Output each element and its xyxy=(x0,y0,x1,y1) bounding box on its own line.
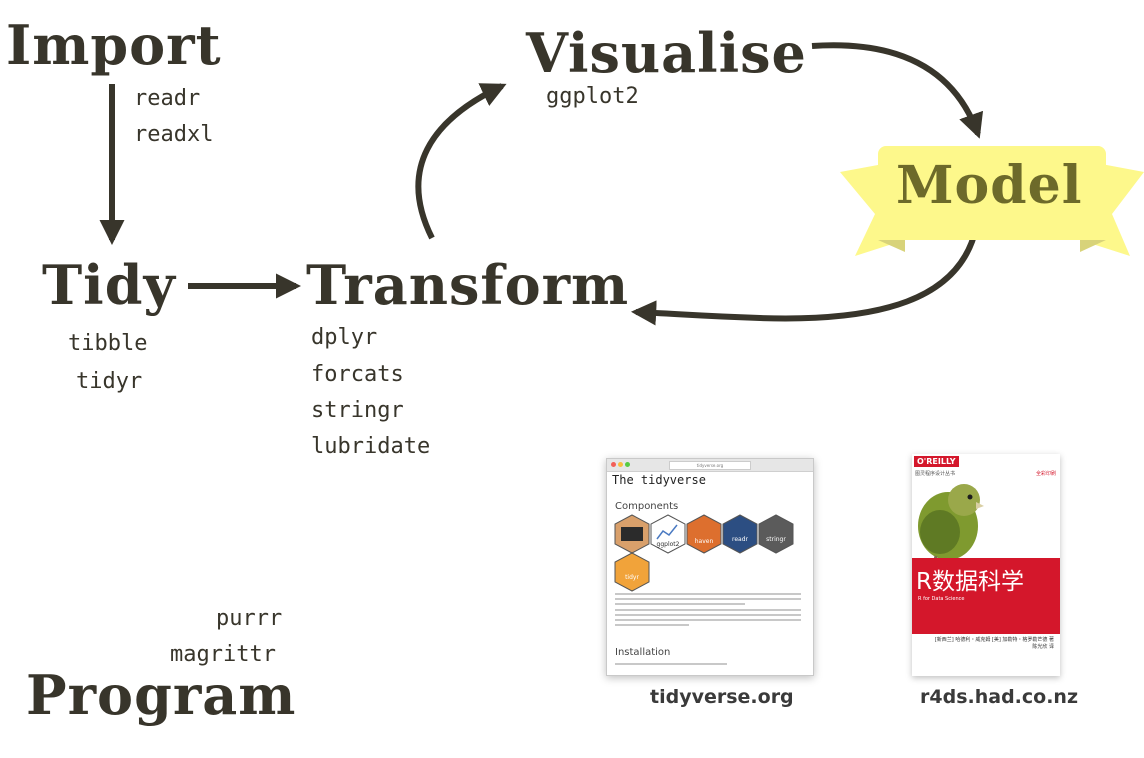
pkg-tidyr: tidyr xyxy=(76,369,143,394)
arrow-transform-to-visualise xyxy=(415,83,507,240)
site-heading-installation: Installation xyxy=(615,647,671,658)
site-title: The tidyverse xyxy=(612,473,706,487)
site-install-text xyxy=(615,663,801,668)
book-authors: [新西兰] 哈德利・威克姆 [美] 加勒特・格罗勒芒德 著 陈光欣 译 xyxy=(934,637,1054,650)
kakapo-parrot-image xyxy=(918,484,984,564)
stage-transform: Transform xyxy=(306,253,630,317)
tidyverse-site-thumbnail: tidyverse.org The tidyverse Components g… xyxy=(606,458,814,676)
package-hex-stickers: ggplot2 haven readr stringr tidyr xyxy=(614,514,794,592)
hex-sticker-tidyr: tidyr xyxy=(614,552,650,592)
hex-sticker-haven: haven xyxy=(686,514,722,554)
pkg-forcats: forcats xyxy=(311,362,404,387)
model-banner xyxy=(840,146,1144,256)
pkg-stringr: stringr xyxy=(311,398,404,423)
hex-sticker-stringr: stringr xyxy=(758,514,794,554)
svg-text:stringr: stringr xyxy=(766,536,786,543)
caption-tidyverse-org: tidyverse.org xyxy=(650,686,794,708)
svg-text:readr: readr xyxy=(732,536,749,543)
pkg-tibble: tibble xyxy=(68,331,148,356)
stage-import: Import xyxy=(6,13,222,77)
arrow-model-to-transform xyxy=(630,227,979,326)
svg-text:haven: haven xyxy=(695,538,714,545)
pkg-ggplot2: ggplot2 xyxy=(546,84,639,109)
book-series: 图灵程序设计丛书 xyxy=(915,471,956,477)
pkg-lubridate: lubridate xyxy=(311,434,431,459)
browser-url-bar: tidyverse.org xyxy=(669,461,751,470)
minimize-dot-icon xyxy=(618,462,623,467)
pkg-readr: readr xyxy=(134,86,201,111)
pkg-dplyr: dplyr xyxy=(311,325,378,350)
book-badge: 全彩印刷 xyxy=(1035,471,1056,477)
stage-model: Model xyxy=(896,155,1083,216)
svg-text:tidyr: tidyr xyxy=(625,574,639,581)
site-body-text-2 xyxy=(615,609,801,629)
hex-sticker-ggplot2: ggplot2 xyxy=(650,514,686,554)
book-title-band xyxy=(912,558,1060,634)
oreilly-logo: O'REILLY xyxy=(914,456,959,467)
pkg-purrr: purrr xyxy=(216,606,283,631)
stage-visualise: Visualise xyxy=(526,21,807,85)
pkg-magrittr: magrittr xyxy=(170,642,276,667)
hex-sticker-tidyverse xyxy=(614,514,650,554)
caption-r4ds: r4ds.had.co.nz xyxy=(920,686,1079,708)
site-body-text xyxy=(615,593,801,608)
book-subtitle: R for Data Science xyxy=(918,596,965,602)
browser-chrome: tidyverse.org xyxy=(607,459,813,472)
maximize-dot-icon xyxy=(625,462,630,467)
stage-program: Program xyxy=(26,663,297,727)
svg-text:ggplot2: ggplot2 xyxy=(657,541,680,548)
book-title: R数据科学 xyxy=(916,569,1024,595)
site-heading-components: Components xyxy=(615,501,679,512)
pkg-readxl: readxl xyxy=(134,122,214,147)
r4ds-book-cover: O'REILLY 图灵程序设计丛书 全彩印刷 R数据科学 R for Data … xyxy=(912,454,1060,676)
hex-sticker-readr: readr xyxy=(722,514,758,554)
arrow-visualise-to-model xyxy=(811,42,984,139)
stage-tidy: Tidy xyxy=(42,253,176,317)
close-dot-icon xyxy=(611,462,616,467)
